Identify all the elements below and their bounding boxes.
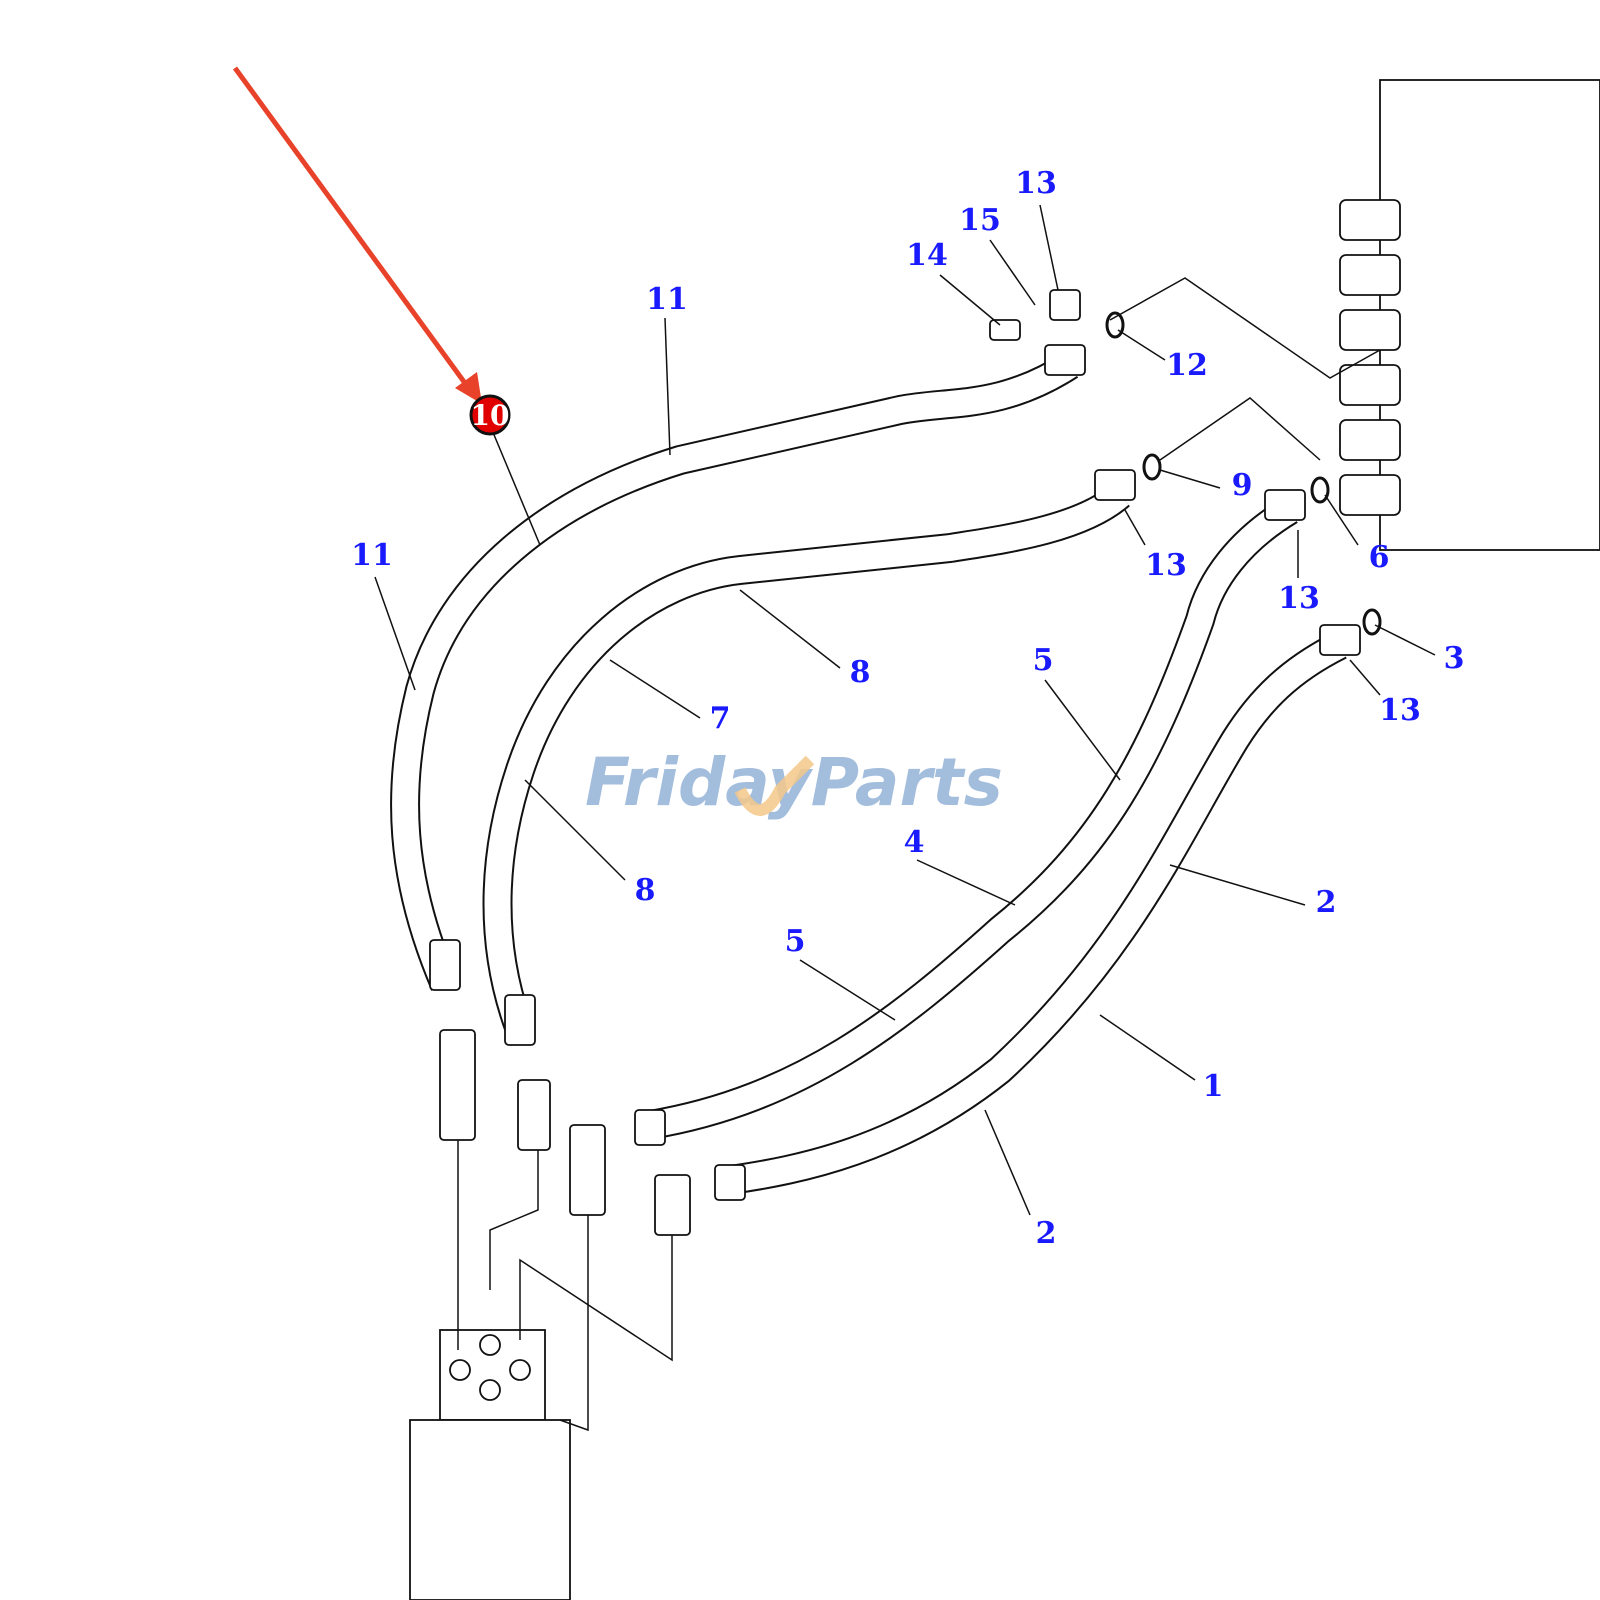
- connection-line: [559, 1215, 589, 1432]
- hoses: [390, 352, 1347, 1195]
- o-ring-4: [1362, 608, 1382, 636]
- leader-line: [1099, 1014, 1196, 1081]
- fitting-14: [1049, 289, 1081, 321]
- fitting-5: [429, 939, 461, 991]
- leader-line: [664, 317, 671, 456]
- swivel-joint-body: [409, 1419, 571, 1600]
- callout-14[interactable]: 14: [906, 238, 948, 273]
- fitting-10: [654, 1174, 691, 1236]
- fitting-2: [1094, 469, 1136, 501]
- o-ring-2: [1142, 453, 1162, 481]
- callout-8[interactable]: 8: [850, 655, 871, 690]
- leader-line: [1169, 864, 1306, 906]
- valve-spool: [1339, 309, 1401, 351]
- fitting-13: [989, 319, 1021, 341]
- leader-line: [989, 239, 1036, 306]
- valve-spool: [1339, 364, 1401, 406]
- callout-10[interactable]: 10: [469, 394, 541, 546]
- callout-10-label: 10: [471, 399, 510, 432]
- callout-13[interactable]: 13: [1379, 693, 1421, 728]
- fitting-8: [517, 1079, 551, 1151]
- callout-8[interactable]: 8: [635, 873, 656, 908]
- leader-line: [609, 659, 701, 719]
- fitting-9: [569, 1124, 606, 1216]
- fitting-3: [1264, 489, 1306, 521]
- callout-2[interactable]: 2: [1036, 1216, 1057, 1251]
- callout-7[interactable]: 7: [710, 701, 731, 736]
- callout-13[interactable]: 13: [1278, 581, 1320, 616]
- callout-13[interactable]: 13: [1145, 548, 1187, 583]
- leader-line: [1124, 509, 1146, 546]
- valve-spool: [1339, 199, 1401, 241]
- red-arrow-head-icon: [455, 372, 482, 404]
- callout-9[interactable]: 9: [1232, 468, 1253, 503]
- hose-2-inner: [484, 484, 1129, 1035]
- highlight-arrow: [232, 66, 482, 404]
- connection-line: [519, 1235, 673, 1362]
- fitting-7: [439, 1029, 476, 1141]
- callout-6[interactable]: 6: [1369, 540, 1390, 575]
- callout-4[interactable]: 4: [904, 825, 925, 860]
- control-valve-block: [1379, 79, 1600, 551]
- leader-line: [984, 1109, 1031, 1216]
- callout-12[interactable]: 12: [1166, 348, 1208, 383]
- fitting-6: [504, 994, 536, 1046]
- leader-line: [916, 859, 1016, 906]
- leader-line: [1349, 659, 1381, 696]
- leader-line: [739, 589, 841, 669]
- connection-line: [1159, 397, 1321, 461]
- callout-15[interactable]: 15: [959, 203, 1001, 238]
- o-ring-3: [1310, 476, 1330, 504]
- callout-13[interactable]: 13: [1015, 166, 1057, 201]
- leader-line: [799, 959, 896, 1021]
- callout-11[interactable]: 11: [646, 282, 688, 317]
- callout-5[interactable]: 5: [785, 924, 806, 959]
- callout-5[interactable]: 5: [1033, 643, 1054, 678]
- red-arrow-line: [232, 66, 473, 392]
- port: [479, 1379, 501, 1401]
- fittings: [409, 79, 1600, 1600]
- fitting-12: [714, 1164, 746, 1201]
- leader-lines: [374, 204, 1436, 1216]
- watermark-check-icon: [734, 755, 815, 816]
- watermark: FridayParts: [585, 744, 1003, 821]
- callout-2[interactable]: 2: [1316, 885, 1337, 920]
- leader-line: [939, 274, 1001, 326]
- port: [479, 1334, 501, 1356]
- leader-line: [1324, 494, 1359, 546]
- port: [509, 1359, 531, 1381]
- callout-1[interactable]: 1: [1203, 1069, 1224, 1104]
- valve-spool: [1339, 254, 1401, 296]
- callout-3[interactable]: 3: [1444, 641, 1465, 676]
- o-ring-1: [1105, 311, 1125, 339]
- hose-4-inner: [728, 633, 1346, 1193]
- fitting-4: [1319, 624, 1361, 656]
- leader-line: [524, 779, 626, 881]
- connection-line: [1109, 277, 1381, 379]
- hose-1-inner: [392, 353, 1078, 991]
- fitting-1: [1044, 344, 1086, 376]
- valve-spool: [1339, 419, 1401, 461]
- callout-11[interactable]: 11: [351, 538, 393, 573]
- leader-line: [1039, 204, 1059, 291]
- leader-line: [1374, 624, 1436, 656]
- connection-line: [489, 1150, 539, 1290]
- leader-line: [1117, 329, 1166, 361]
- leader-10: [491, 429, 541, 546]
- valve-spool: [1339, 474, 1401, 516]
- port: [449, 1359, 471, 1381]
- callout-10-circle: [469, 394, 511, 436]
- leader-line: [1159, 469, 1221, 489]
- hose-3-inner: [647, 498, 1297, 1138]
- fitting-11: [634, 1109, 666, 1146]
- leader-line: [1044, 679, 1121, 781]
- leader-line: [374, 576, 416, 691]
